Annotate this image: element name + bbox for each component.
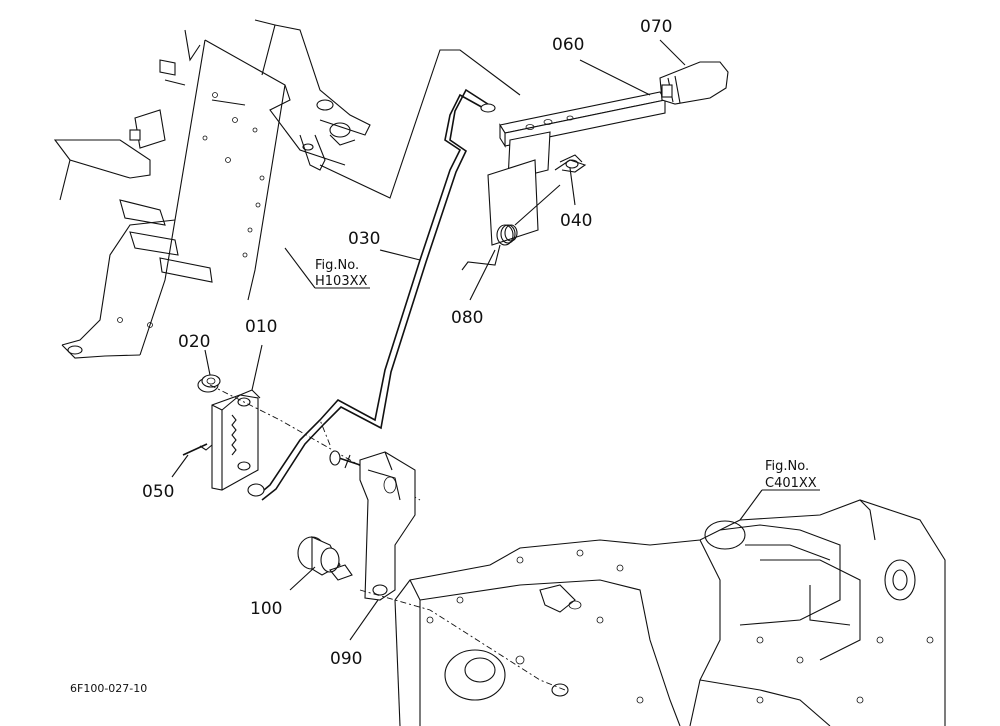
label-030: 030	[348, 229, 380, 249]
diagram-code: 6F100-027-10	[70, 682, 147, 695]
label-020: 020	[178, 332, 210, 352]
label-060: 060	[552, 35, 584, 55]
ref-fig-no-1: Fig.No.	[315, 258, 359, 273]
frame-bracket	[53, 19, 371, 359]
part-070-grip	[659, 61, 729, 105]
axis-line-3	[359, 589, 566, 691]
ref-fig-no-2: Fig.No.	[765, 459, 809, 474]
leader-lines	[171, 39, 820, 641]
part-090-arm	[329, 450, 416, 601]
label-100: 100	[250, 599, 282, 619]
label-050: 050	[142, 482, 174, 502]
label-010: 010	[245, 317, 277, 337]
label-090: 090	[330, 649, 362, 669]
ref-fig-code-1: H103XX	[315, 274, 367, 289]
part-050-pin	[182, 443, 213, 456]
transmission-case	[394, 499, 946, 726]
label-070: 070	[640, 17, 672, 37]
part-080-spring	[461, 159, 561, 271]
part-010-plate	[211, 389, 261, 491]
part-030-rod	[247, 88, 496, 501]
ref-fig-code-2: C401XX	[765, 476, 817, 491]
part-020-collar	[197, 374, 221, 393]
part-100-bolt	[297, 536, 353, 581]
axis-line-2	[319, 419, 331, 446]
label-080: 080	[451, 308, 483, 328]
leader-bracket	[319, 49, 521, 199]
label-040: 040	[560, 211, 592, 231]
